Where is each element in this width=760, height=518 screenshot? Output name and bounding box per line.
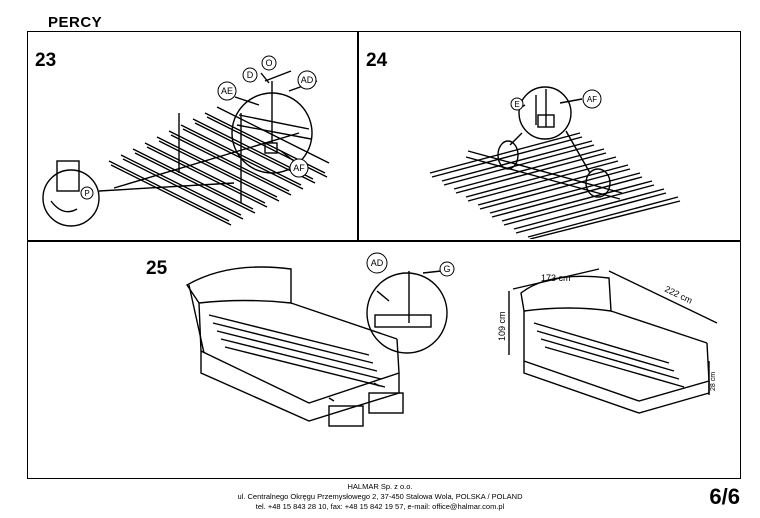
footer-contact: tel. +48 15 843 28 10, fax: +48 15 842 1…: [255, 502, 505, 511]
dimension-width-label: 173 cm: [541, 273, 571, 283]
step-24-number: 24: [366, 50, 388, 71]
part-ad-label: AD: [301, 75, 314, 85]
step-25-number: 25: [146, 258, 168, 279]
product-title: PERCY: [48, 14, 103, 31]
dimension-length-label: 222 cm: [663, 284, 694, 306]
slat-grid: [429, 132, 681, 239]
instruction-frame: [27, 31, 741, 479]
footer-address: ul. Centralnego Okręgu Przemysłowego 2, …: [237, 492, 523, 501]
step-25-illustration: AD G 173 cm 222 cm 109 cm 28 cm: [186, 252, 718, 427]
part-af-label-24: AF: [587, 95, 597, 104]
dimension-height-label: 109 cm: [497, 311, 507, 341]
part-ae-label: AE: [221, 86, 233, 96]
part-ad-label-25: AD: [371, 258, 384, 268]
bed-slats: [208, 314, 386, 388]
step-23-illustration: O D AD AE AF P: [42, 55, 330, 227]
part-p-label: P: [84, 189, 89, 198]
step-24-illustration: E AF: [429, 86, 681, 239]
part-o-label: O: [265, 58, 272, 68]
part-g-label: G: [443, 264, 450, 274]
part-e-label: E: [514, 100, 519, 109]
company-footer: HALMAR Sp. z o.o. ul. Centralnego Okręgu…: [0, 482, 760, 512]
part-d-label: D: [247, 70, 254, 80]
dimension-rail-label: 28 cm: [710, 372, 717, 391]
part-af-label: AF: [293, 163, 305, 173]
divider-horizontal: [27, 240, 741, 242]
divider-vertical: [357, 31, 359, 241]
page-number: 6/6: [709, 484, 740, 509]
step-23-number: 23: [35, 50, 57, 71]
dimension-bed-slats: [533, 322, 685, 388]
footer-company: HALMAR Sp. z o.o.: [347, 482, 413, 491]
